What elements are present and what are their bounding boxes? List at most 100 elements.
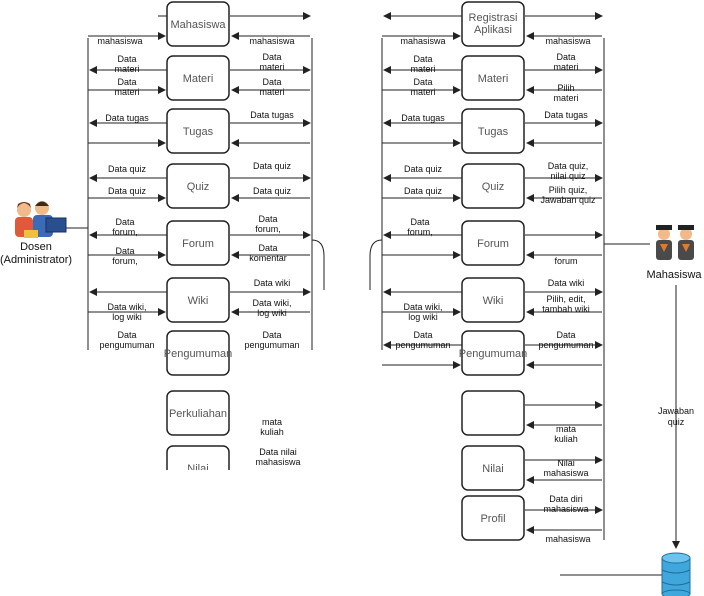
flow-label: pengumuman <box>99 340 154 350</box>
database-icon <box>661 552 691 596</box>
right-process-label: Profil <box>480 513 505 525</box>
left-process-wiki[interactable]: Wiki <box>166 277 230 323</box>
left-process-box[interactable] <box>166 163 230 209</box>
flow-label: materi <box>259 87 284 97</box>
right-process-box[interactable] <box>461 163 525 209</box>
right-process-box[interactable] <box>461 220 525 266</box>
right-process-wiki[interactable]: Wiki <box>461 277 525 323</box>
students-icon <box>656 225 694 260</box>
flow-label: Data quiz <box>253 186 292 196</box>
left-process-box[interactable] <box>166 220 230 266</box>
left-process-perkuliahan[interactable]: Perkuliahan <box>166 390 230 436</box>
flow-label: Data <box>258 243 277 253</box>
dosen-label-line2: (Administrator) <box>0 254 72 266</box>
right-process-box[interactable] <box>461 55 525 101</box>
flow-label: mahasiswa <box>400 36 445 46</box>
left-process-materi[interactable]: Materi <box>166 55 230 101</box>
left-process-mahasiswa[interactable]: Mahasiswa <box>166 1 230 47</box>
right-process-label: Forum <box>477 238 509 250</box>
flow-label: Pilih quiz, <box>549 185 588 195</box>
flow-label: forum <box>554 256 577 266</box>
right-process-quiz[interactable]: Quiz <box>461 163 525 209</box>
left-process-box[interactable] <box>166 390 230 436</box>
flow-label: Data tugas <box>544 110 588 120</box>
right-process-box[interactable] <box>461 495 525 541</box>
flow-label: Pilih, edit, <box>546 294 585 304</box>
right-process-tugas[interactable]: Tugas <box>461 108 525 154</box>
left-process-tugas[interactable]: Tugas <box>166 108 230 154</box>
right-process-box[interactable] <box>461 108 525 154</box>
right-process-label: Nilai <box>482 463 503 475</box>
flow-label: Data <box>117 54 136 64</box>
left-process-label: Materi <box>183 73 214 85</box>
right-process-forum[interactable]: Forum <box>461 220 525 266</box>
flow-label: Data <box>115 246 134 256</box>
flow-label: Data <box>413 54 432 64</box>
right-process-group: RegistrasiAplikasiMateriTugasQuizForumWi… <box>459 1 528 541</box>
right-process-materi[interactable]: Materi <box>461 55 525 101</box>
flow-label: Data quiz, <box>548 161 589 171</box>
right-process-nilai[interactable]: Nilai <box>461 445 525 491</box>
flow-label: Data tugas <box>250 110 294 120</box>
flow-label: Jawaban quiz <box>540 195 596 205</box>
left-process-label: Tugas <box>183 126 214 138</box>
left-process-label: Forum <box>182 238 214 250</box>
right-process-box[interactable] <box>461 390 525 436</box>
left-process-label: Pengumuman <box>164 348 233 360</box>
flow-label: Data <box>262 52 281 62</box>
dosen-label-line1: Dosen <box>20 241 52 253</box>
right-process-label: Pengumuman <box>459 348 528 360</box>
flow-label: Data tugas <box>401 113 445 123</box>
left-process-pengumuman[interactable]: Pengumuman <box>164 330 233 376</box>
right-process-label: Tugas <box>478 126 509 138</box>
left-process-box[interactable] <box>166 330 230 376</box>
right-process-label: Aplikasi <box>474 24 512 36</box>
right-process-box[interactable] <box>461 277 525 323</box>
left-process-label: Quiz <box>187 181 210 193</box>
right-process-blank[interactable] <box>461 390 525 436</box>
left-process-label: Mahasiswa <box>170 19 226 31</box>
jawaban-quiz-label-1: Jawaban <box>658 406 694 416</box>
left-process-box[interactable] <box>166 1 230 47</box>
left-process-forum[interactable]: Forum <box>166 220 230 266</box>
flow-label: Data wiki, <box>403 302 442 312</box>
right-process-box[interactable] <box>461 1 525 47</box>
left-process-quiz[interactable]: Quiz <box>166 163 230 209</box>
flow-label: pengumuman <box>395 340 450 350</box>
left-process-box[interactable] <box>166 277 230 323</box>
flow-label: Data wiki <box>548 278 585 288</box>
flow-label: Data <box>258 214 277 224</box>
left-process-box[interactable] <box>166 108 230 154</box>
flow-label: nilai quiz <box>550 171 586 181</box>
middle-link-left <box>311 239 325 290</box>
flow-label: komentar <box>249 253 287 263</box>
right-process-label: Materi <box>478 73 509 85</box>
flow-label: forum, <box>255 224 281 234</box>
middle-link-right <box>369 239 383 290</box>
flow-label: pengumuman <box>244 340 299 350</box>
right-process-profil[interactable]: Profil <box>461 495 525 541</box>
left-process-box[interactable] <box>166 55 230 101</box>
right-process-pengumuman[interactable]: Pengumuman <box>459 330 528 376</box>
flow-label: mahasiswa <box>545 36 590 46</box>
right-process-box[interactable] <box>461 330 525 376</box>
mask-left-top <box>88 0 158 20</box>
left-process-label: Wiki <box>188 295 209 307</box>
flow-label: log wiki <box>257 308 287 318</box>
flow-label: materi <box>259 62 284 72</box>
flow-label: Data <box>117 330 136 340</box>
flow-label: materi <box>114 64 139 74</box>
flow-label: mahasiswa <box>249 36 294 46</box>
left-process-label: Perkuliahan <box>169 408 227 420</box>
flow-label: Data <box>117 77 136 87</box>
flow-label: Data quiz <box>108 164 147 174</box>
flow-label: mata <box>262 417 282 427</box>
flow-label: kuliah <box>260 427 284 437</box>
right-process-label: Registrasi <box>469 12 518 24</box>
flow-label: Data <box>410 217 429 227</box>
right-process-box[interactable] <box>461 445 525 491</box>
